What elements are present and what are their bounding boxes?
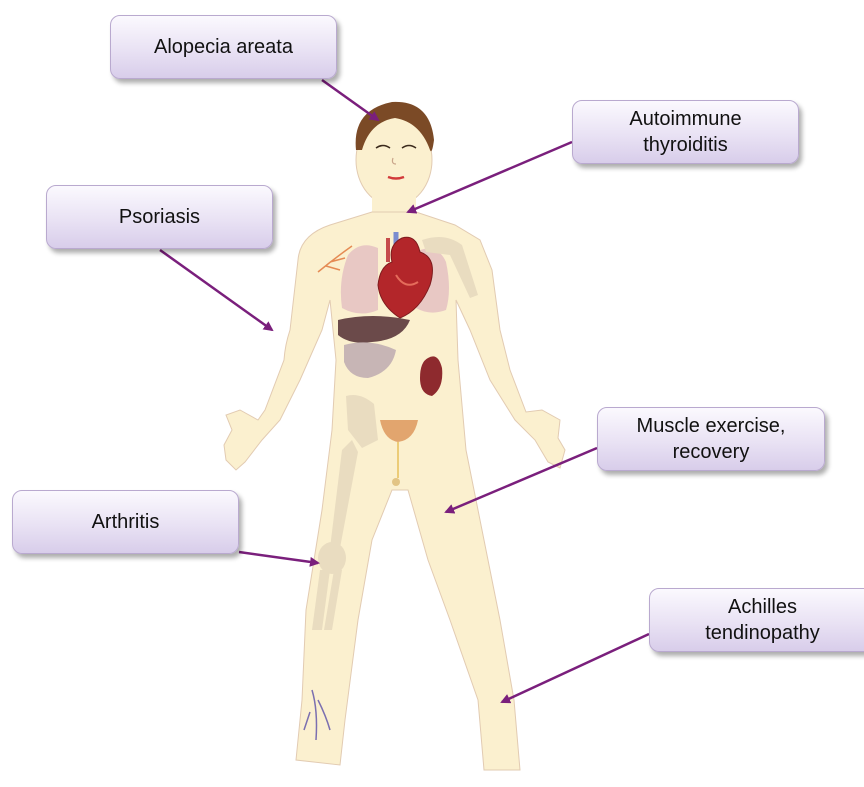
- arrow-alopecia: [322, 80, 378, 120]
- arrow-thyroiditis: [408, 142, 572, 212]
- arrow-psoriasis: [160, 250, 272, 330]
- label-psoriasis: Psoriasis: [46, 185, 273, 249]
- label-arthritis: Arthritis: [12, 490, 239, 554]
- arrow-arthritis: [239, 552, 318, 563]
- label-achilles-tendinopathy: Achilles tendinopathy: [649, 588, 864, 652]
- arrow-achilles: [502, 634, 649, 702]
- label-muscle-exercise-recovery: Muscle exercise, recovery: [597, 407, 825, 471]
- body-silhouette: [224, 114, 565, 770]
- label-autoimmune-thyroiditis: Autoimmune thyroiditis: [572, 100, 799, 164]
- label-alopecia-areata: Alopecia areata: [110, 15, 337, 79]
